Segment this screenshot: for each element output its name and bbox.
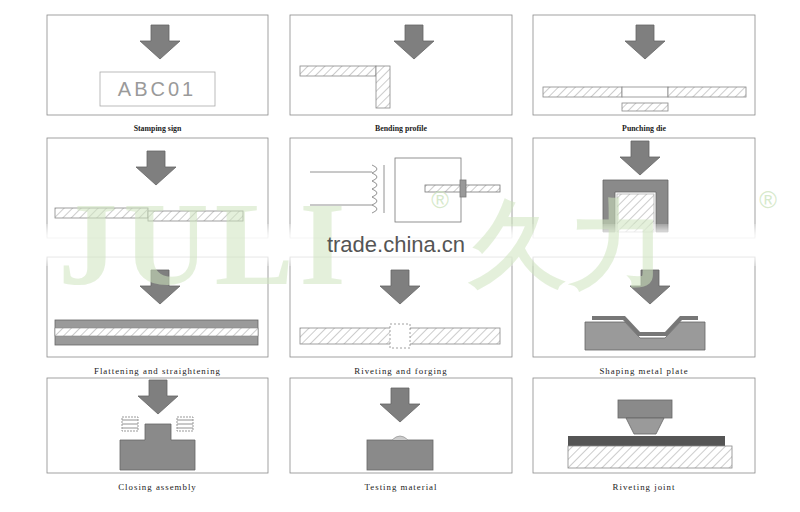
assembly-block xyxy=(120,417,195,470)
process-panel: Stamping sign xyxy=(47,15,268,139)
step-caption: Closing assembly xyxy=(47,481,268,493)
layered-bar xyxy=(55,320,258,345)
bent-profile xyxy=(300,66,390,108)
riveting-press xyxy=(568,400,732,468)
step-caption: Testing material xyxy=(290,481,512,493)
watermark-text: trade.china.cn xyxy=(327,234,465,256)
step-caption: Riveting joint xyxy=(533,481,755,493)
riveted-bar xyxy=(300,324,500,348)
step-caption: Shaping metal plate xyxy=(533,365,755,377)
test-block xyxy=(367,436,433,470)
stamped-text: ABC01 xyxy=(118,79,196,99)
sign-plate xyxy=(100,72,215,106)
process-panel: Punching die xyxy=(533,15,755,139)
panel-frames xyxy=(47,15,755,473)
watermark-logo: JULI xyxy=(59,186,352,304)
registered-mark: ® xyxy=(759,188,777,212)
process-panel: Riveting joint xyxy=(533,378,755,497)
punched-sheet xyxy=(543,87,746,111)
watermark-logo: 久力 xyxy=(470,197,670,293)
process-panel: Bending profile xyxy=(290,15,512,139)
shaped-plate xyxy=(585,316,705,350)
step-caption: Flattening and straightening xyxy=(47,365,268,377)
registered-mark: ® xyxy=(431,188,449,212)
process-panel: Testing material xyxy=(290,378,512,497)
process-panel: Closing assembly xyxy=(47,378,268,497)
step-caption: Bending profile xyxy=(290,123,512,135)
step-caption: Riveting and forging xyxy=(290,365,512,377)
step-caption: Punching die xyxy=(533,123,755,135)
step-caption: Stamping sign xyxy=(47,123,268,135)
